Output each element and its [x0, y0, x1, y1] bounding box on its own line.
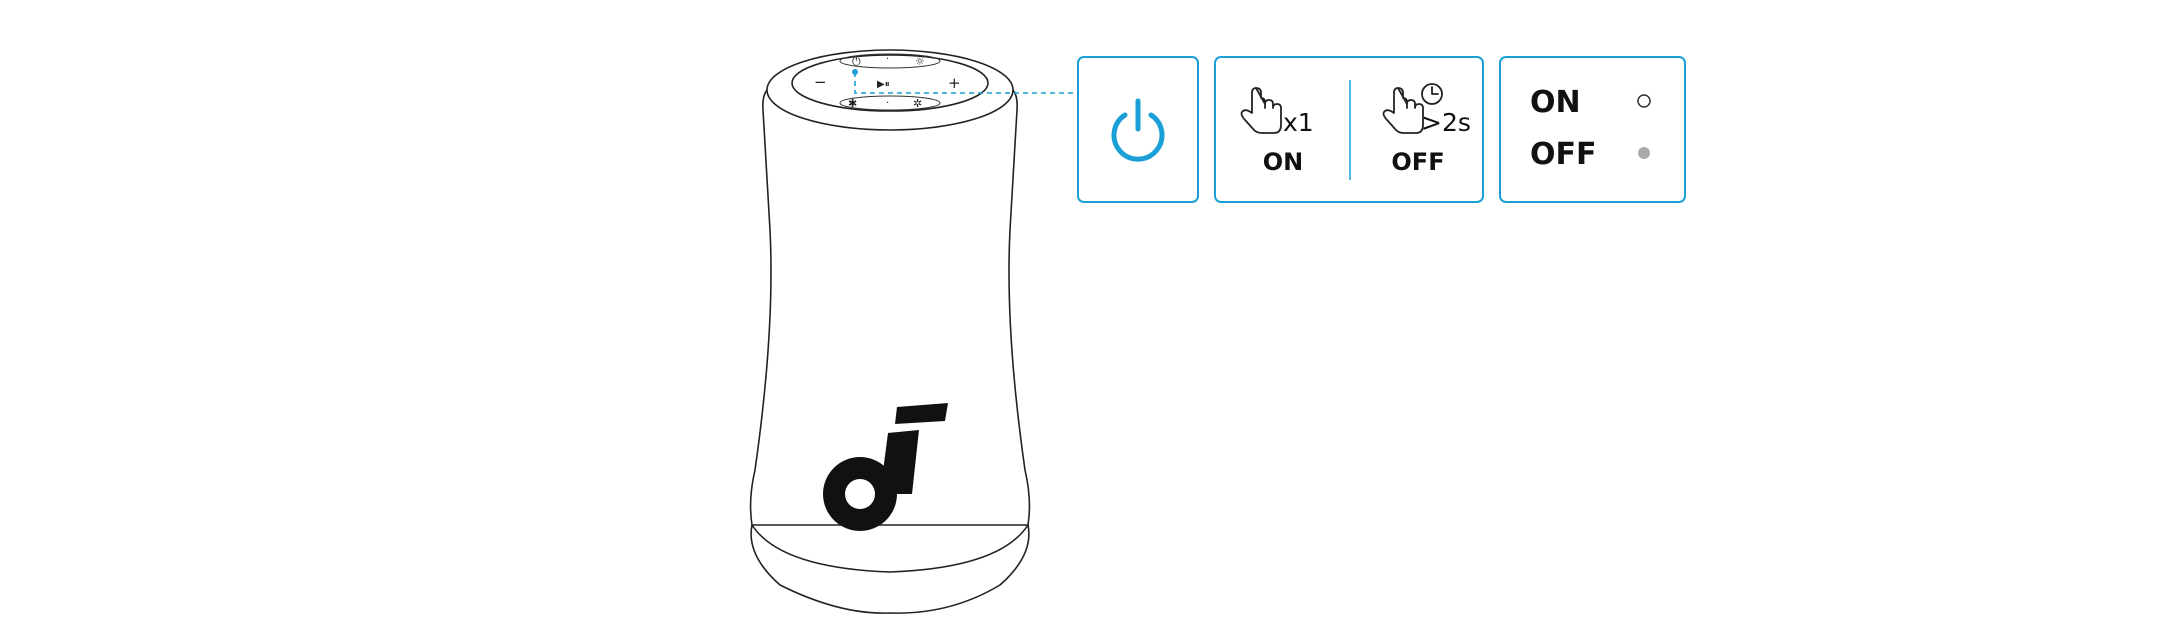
speaker-minus-button[interactable]: −	[814, 73, 827, 91]
speaker-base-seam	[751, 524, 1029, 573]
top-button-row-upper[interactable]	[839, 53, 941, 69]
speaker-base	[750, 524, 1030, 614]
led-off-gray-icon	[1638, 147, 1650, 159]
speaker-control-ring	[791, 54, 989, 112]
power-button-panel	[1077, 56, 1199, 203]
led-indicator-panel: ON OFF	[1499, 56, 1686, 203]
press-hold-duration: >2s	[1421, 108, 1471, 137]
press-once-state: ON	[1263, 148, 1304, 176]
power-callout-leader	[852, 69, 1078, 94]
speaker-power-button[interactable]: ⏻	[852, 55, 861, 68]
speaker-body	[749, 89, 1031, 526]
top-button-row-lower[interactable]	[839, 95, 941, 111]
callout-dashed-line	[854, 72, 1078, 94]
hand-hold-clock-icon	[1382, 83, 1443, 134]
indicator-on-label: ON	[1530, 85, 1581, 120]
speaker-light-button[interactable]: ☼	[915, 55, 925, 68]
indicator-off-label: OFF	[1530, 137, 1597, 172]
speaker	[749, 49, 1031, 614]
led-on-hollow-icon	[1637, 94, 1651, 108]
speaker-bluetooth-button[interactable]: ✱	[848, 97, 857, 110]
press-actions-panel: x1 ON >2s OFF	[1214, 56, 1484, 203]
speaker-top-buttons: ⏻ · ☼ − ▶⏸ + ✱ · ✲	[814, 53, 961, 111]
speaker-dot-lower: ·	[886, 98, 889, 109]
speaker-dot-upper: ·	[886, 54, 889, 65]
speaker-plus-button[interactable]: +	[948, 74, 961, 92]
speaker-mode-button[interactable]: ✲	[913, 97, 922, 110]
speaker-play-pause-button[interactable]: ▶⏸	[877, 79, 890, 90]
power-icon	[1111, 98, 1165, 162]
clock-icon	[1421, 83, 1443, 105]
hand-press-icon	[1240, 87, 1282, 134]
press-hold-state: OFF	[1391, 148, 1444, 176]
press-once-count: x1	[1283, 108, 1314, 137]
soundcore-logo-icon	[823, 403, 948, 531]
